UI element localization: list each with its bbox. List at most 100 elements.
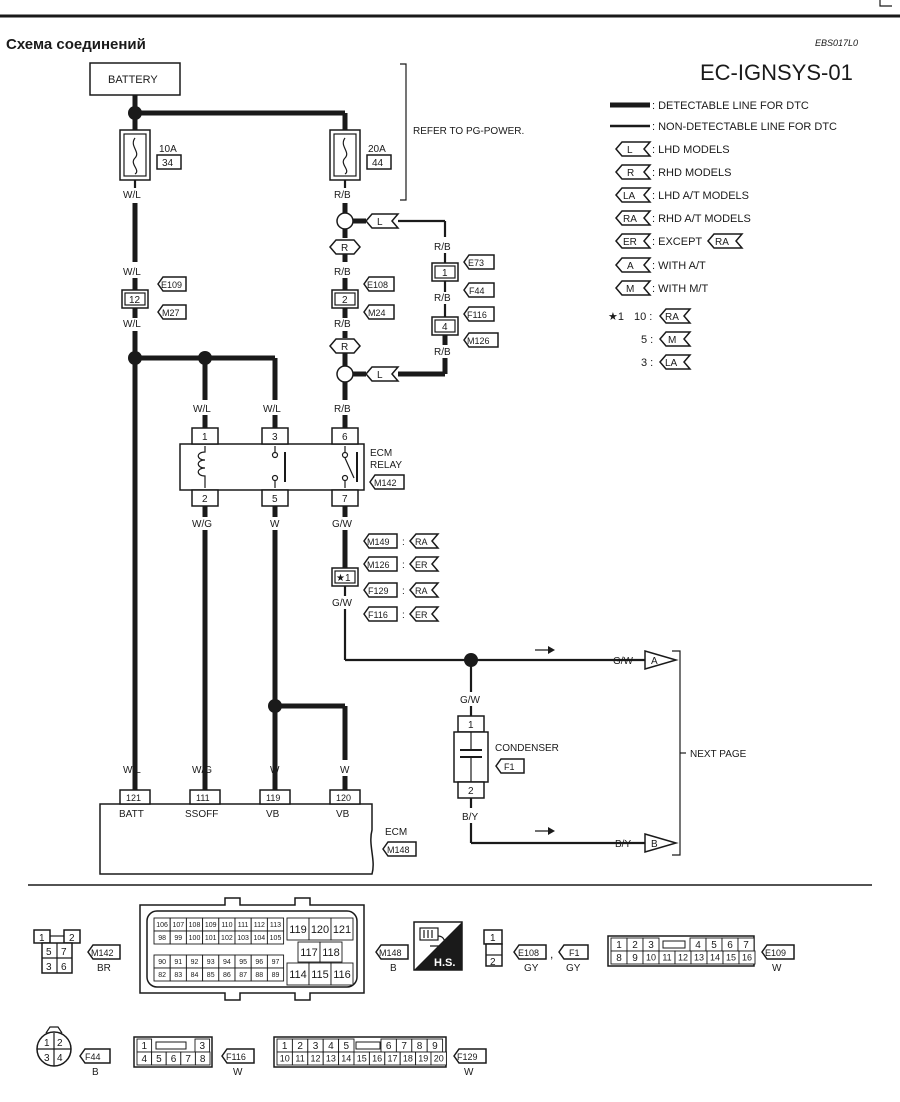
legend-item-r: R : RHD MODELS	[615, 164, 731, 180]
svg-text::: :	[402, 586, 405, 597]
pin: 2	[69, 933, 75, 944]
pin-label: 4	[328, 1041, 334, 1052]
badge: ER	[415, 560, 428, 570]
pin: 6	[61, 962, 67, 973]
diagram-id: EC-IGNSYS-01	[700, 60, 853, 85]
pin-label: 10	[646, 953, 656, 963]
junction-dot	[128, 351, 142, 365]
battery-box	[89, 62, 181, 96]
pin-label: 99	[174, 935, 182, 942]
pin-label: 100	[189, 935, 201, 942]
pin-label: 3	[648, 940, 654, 951]
connector-id: F129	[368, 586, 389, 596]
svg-text::: :	[402, 610, 405, 621]
pin-label: 8	[200, 1054, 206, 1065]
relay-pin: 3	[272, 432, 278, 443]
pin-label: 7	[743, 940, 749, 951]
wire-label: R/B	[434, 347, 451, 358]
connector-id: F116	[368, 610, 388, 620]
pin-label: 18	[403, 1054, 413, 1064]
svg-text::: :	[402, 537, 405, 548]
fuse-number: 34	[162, 158, 174, 169]
legend-note-star: ★1	[608, 311, 624, 323]
connector-id: F129	[457, 1052, 478, 1062]
connector-id: E108	[518, 948, 539, 958]
badge: ER	[415, 610, 428, 620]
pin-cell	[266, 967, 285, 982]
pin-label: 7	[185, 1054, 191, 1065]
legend-badge: L	[627, 145, 633, 156]
junction-dot	[128, 106, 142, 120]
pin-label: 89	[272, 972, 280, 979]
pin-label: 14	[710, 953, 720, 963]
badge-l: L	[377, 217, 383, 228]
pin-label: 112	[254, 922, 265, 929]
pin-label: 106	[156, 922, 168, 929]
wire-label: R/B	[434, 293, 451, 304]
pin-label: 107	[172, 922, 184, 929]
legend-note-badge: RA	[665, 312, 679, 323]
pin: 2	[490, 957, 496, 968]
star-list: M149 : RA M126 : ER F129 : RA F116 : ER	[363, 533, 440, 622]
pin-label: 13	[694, 953, 704, 963]
pin-label: 117	[300, 947, 318, 959]
connector-color: BR	[97, 963, 111, 974]
refer-bracket	[400, 63, 407, 201]
pin-label: 7	[401, 1041, 407, 1052]
legend-badge: R	[627, 168, 634, 179]
pin-label: 85	[207, 972, 215, 979]
connector-key	[662, 940, 686, 949]
connector-id: E109	[161, 280, 182, 290]
pin-label: 113	[270, 922, 281, 929]
pin-label: 12	[678, 953, 688, 963]
condenser-conn: F1	[504, 762, 515, 772]
ecm-pin-name: BATT	[119, 809, 144, 820]
pin-label: 8	[616, 953, 622, 964]
ecm-pin: 120	[336, 793, 351, 803]
pin-label: 102	[221, 935, 233, 942]
wire-label: W/L	[123, 190, 141, 201]
pin-label: 19	[418, 1054, 428, 1064]
connector-color: W	[464, 1067, 474, 1078]
pin-label: 2	[297, 1041, 303, 1052]
pin-cell	[330, 917, 354, 941]
ecm-pin-name: VB	[266, 809, 280, 820]
relay-pin: 2	[202, 494, 208, 505]
next-page-label: NEXT PAGE	[690, 749, 747, 760]
wire-label: W/L	[123, 319, 141, 330]
condenser-pin: 2	[468, 786, 474, 797]
wire-label: W	[270, 519, 280, 530]
connector-view-f44: 1 2 3 4 F44 B	[36, 1026, 111, 1078]
connector-id: F44	[85, 1052, 101, 1062]
ecm-pin: 111	[196, 793, 210, 803]
ecm-pin-name: VB	[336, 809, 350, 820]
legend-item-m: M : WITH M/T	[615, 280, 708, 296]
connector-circle	[336, 365, 354, 383]
pin-label: 87	[239, 972, 247, 979]
wire-label: W	[340, 765, 350, 776]
pin-label: 88	[255, 972, 263, 979]
relay-conn: M142	[374, 478, 397, 488]
connector-sep: ,	[550, 947, 553, 961]
wire-label: G/W	[613, 656, 634, 667]
wire-label: W/L	[123, 267, 141, 278]
wire-label: G/W	[460, 695, 481, 706]
relay-pin: 5	[272, 494, 278, 505]
pin: 3	[44, 1053, 50, 1064]
pin-label: 16	[372, 1054, 382, 1064]
pin-label: 101	[205, 935, 217, 942]
page-code: EBS017L0	[815, 38, 858, 48]
wire-label: R/B	[334, 404, 351, 415]
legend-text: : LHD MODELS	[652, 144, 730, 156]
svg-text::: :	[402, 560, 405, 571]
wire-label: W/L	[193, 404, 211, 415]
badge: RA	[415, 537, 428, 547]
connector-id: M126	[467, 336, 490, 346]
pin-label: 17	[387, 1054, 397, 1064]
wire-label: R/B	[334, 267, 351, 278]
connector-color: W	[772, 963, 782, 974]
connector-id: F116	[467, 310, 487, 320]
pin-label: 119	[289, 924, 307, 936]
